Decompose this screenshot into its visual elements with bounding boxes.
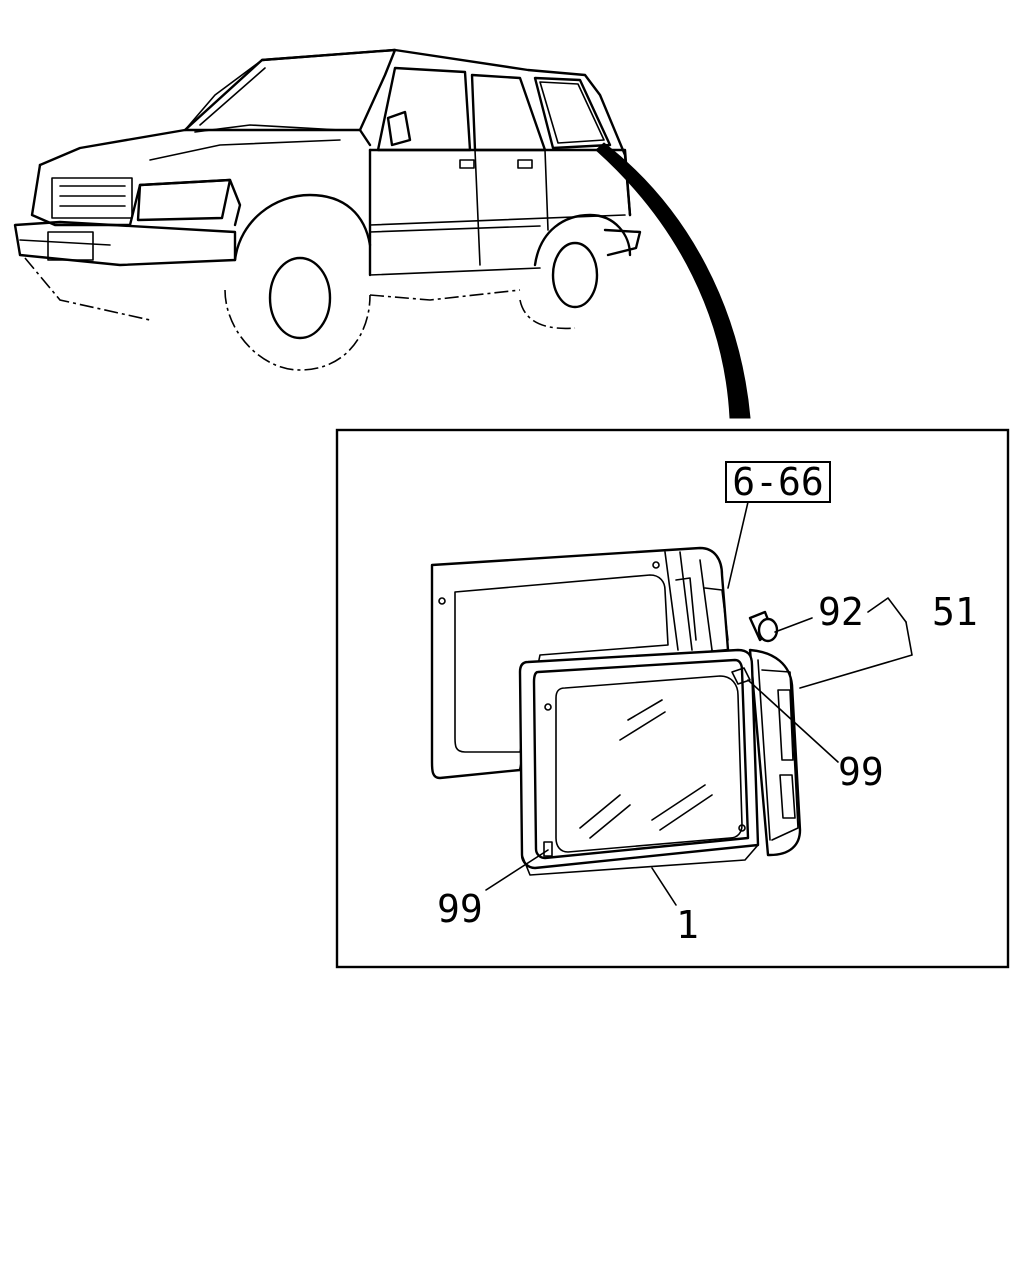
clip-part [748, 610, 779, 643]
callout-99-left: 99 [437, 887, 483, 931]
callout-99-right: 99 [838, 750, 884, 794]
callout-92: 92 [818, 590, 864, 634]
suv-outline-icon [13, 48, 642, 371]
reference-box-label: 6-66 [732, 460, 824, 504]
detail-frame [335, 428, 1010, 969]
curved-arrow-icon [595, 142, 751, 419]
side-window-assembly-icon [430, 546, 802, 876]
callout-1: 1 [676, 903, 699, 947]
callout-51: 51 [932, 590, 978, 634]
reference-box: 6-66 [725, 460, 831, 504]
